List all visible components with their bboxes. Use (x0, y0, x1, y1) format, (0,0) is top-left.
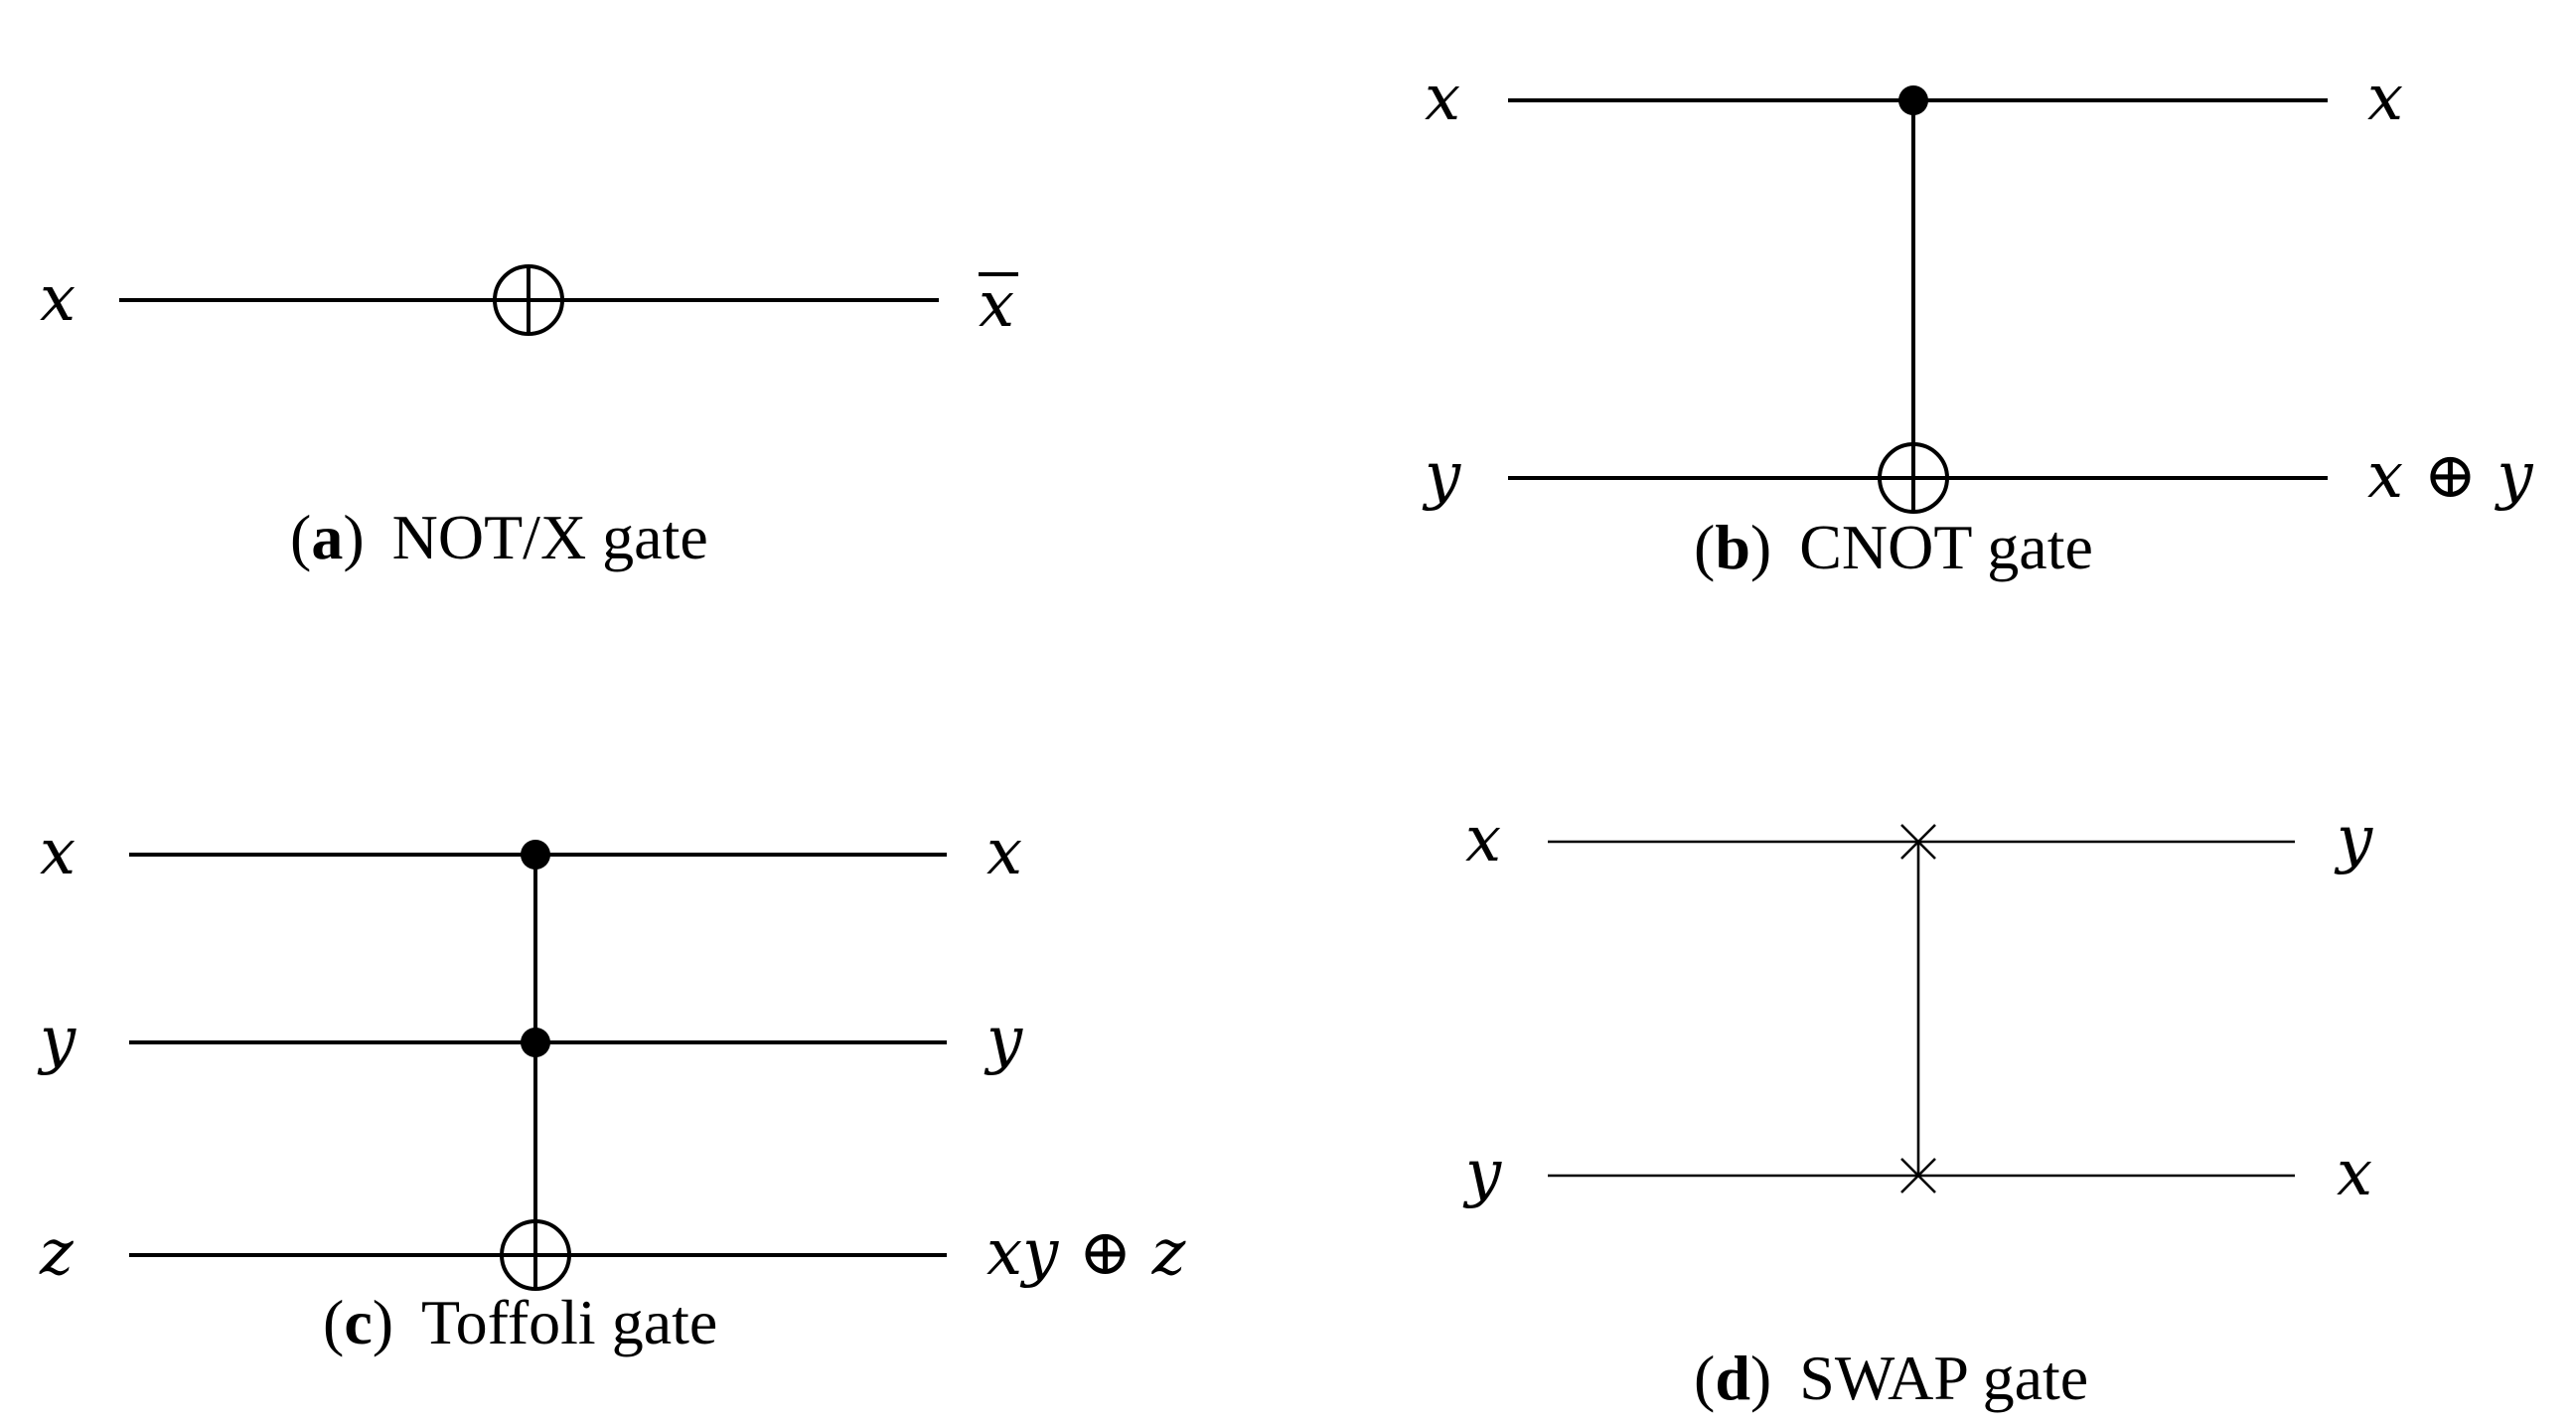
output-label-x: x (986, 816, 1022, 889)
input-label-z: z (39, 1216, 75, 1290)
caption-a: (a)NOT/X gate (290, 502, 708, 572)
output-label-xor: x ⊕ y (2367, 439, 2533, 513)
input-label-y: y (1422, 439, 1461, 513)
caption-letter: b (1715, 512, 1750, 582)
caption-letter: d (1715, 1343, 1750, 1413)
output-label-y: y (984, 1004, 1023, 1077)
swap-cross-icon (1900, 1158, 1936, 1193)
caption-c: (c)Toffoli gate (323, 1287, 717, 1357)
input-label-x: x (1425, 62, 1460, 135)
control-dot-icon (521, 840, 550, 870)
caption-text: NOT/X gate (392, 502, 708, 572)
not-target-icon (493, 264, 564, 336)
output-label: x (979, 268, 1014, 342)
panel-not-gate: x x (a)NOT/X gate (40, 262, 1018, 572)
not-target-icon (1878, 442, 1949, 514)
panel-swap-gate: x y y x (d)SWAP gate (1462, 803, 2373, 1413)
swap-cross-icon (1900, 824, 1936, 860)
input-label-x: x (40, 816, 76, 889)
panel-cnot-gate: x y x x ⊕ y (b)CNOT gate (1422, 62, 2533, 582)
control-dot-icon (1898, 85, 1928, 115)
control-dot-icon (521, 1028, 550, 1057)
caption-text: SWAP gate (1799, 1343, 2088, 1413)
caption-letter: c (344, 1287, 372, 1357)
output-label-xor: xy ⊕ z (986, 1216, 1187, 1290)
input-label-y: y (37, 1004, 76, 1077)
not-target-icon (500, 1219, 571, 1291)
output-label-x-bar: x (979, 268, 1018, 342)
caption-text: CNOT gate (1799, 512, 2093, 582)
panel-toffoli-gate: x y z x y xy ⊕ z (c)Toffoli gate (37, 816, 1187, 1357)
output-label-x: x (2337, 1137, 2372, 1210)
caption-text: Toffoli gate (421, 1287, 717, 1357)
input-label-x: x (40, 262, 76, 336)
output-label-x: x (2367, 62, 2403, 135)
caption-d: (d)SWAP gate (1694, 1343, 2088, 1413)
input-label-x: x (1465, 803, 1501, 876)
caption-b: (b)CNOT gate (1694, 512, 2093, 582)
output-label-y: y (2334, 803, 2373, 876)
caption-letter: a (311, 502, 343, 572)
input-label-y: y (1462, 1137, 1502, 1210)
